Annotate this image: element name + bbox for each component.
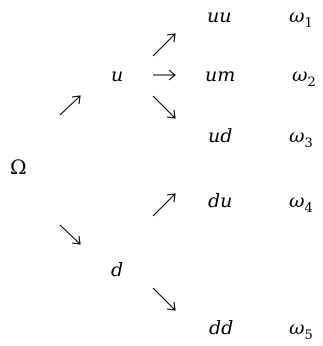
arrow-u-to-uu [152, 33, 176, 57]
outcome-path-du: du [208, 190, 232, 212]
omega-label-1: ω1 [289, 5, 313, 31]
arrow-d-to-du [152, 193, 176, 217]
node-u-label: u [111, 64, 123, 86]
omega-label-5: ω5 [289, 317, 313, 343]
arrow-u-to-ud [152, 95, 176, 119]
arrow-d-to-dd [152, 287, 176, 311]
outcome-path-dd: dd [209, 317, 233, 339]
outcome-path-uu: uu [207, 5, 231, 27]
outcome-path-um: um [205, 64, 235, 86]
outcome-path-ud: ud [208, 125, 232, 147]
arrow-root-to-u [59, 95, 81, 116]
arrow-u-to-um [153, 69, 176, 81]
root-node-label: Ω [10, 155, 27, 179]
node-d-label: d [111, 259, 123, 281]
omega-label-3: ω3 [289, 125, 313, 151]
omega-label-4: ω4 [289, 190, 313, 216]
arrow-root-to-d [59, 224, 81, 245]
omega-label-2: ω2 [292, 64, 316, 90]
